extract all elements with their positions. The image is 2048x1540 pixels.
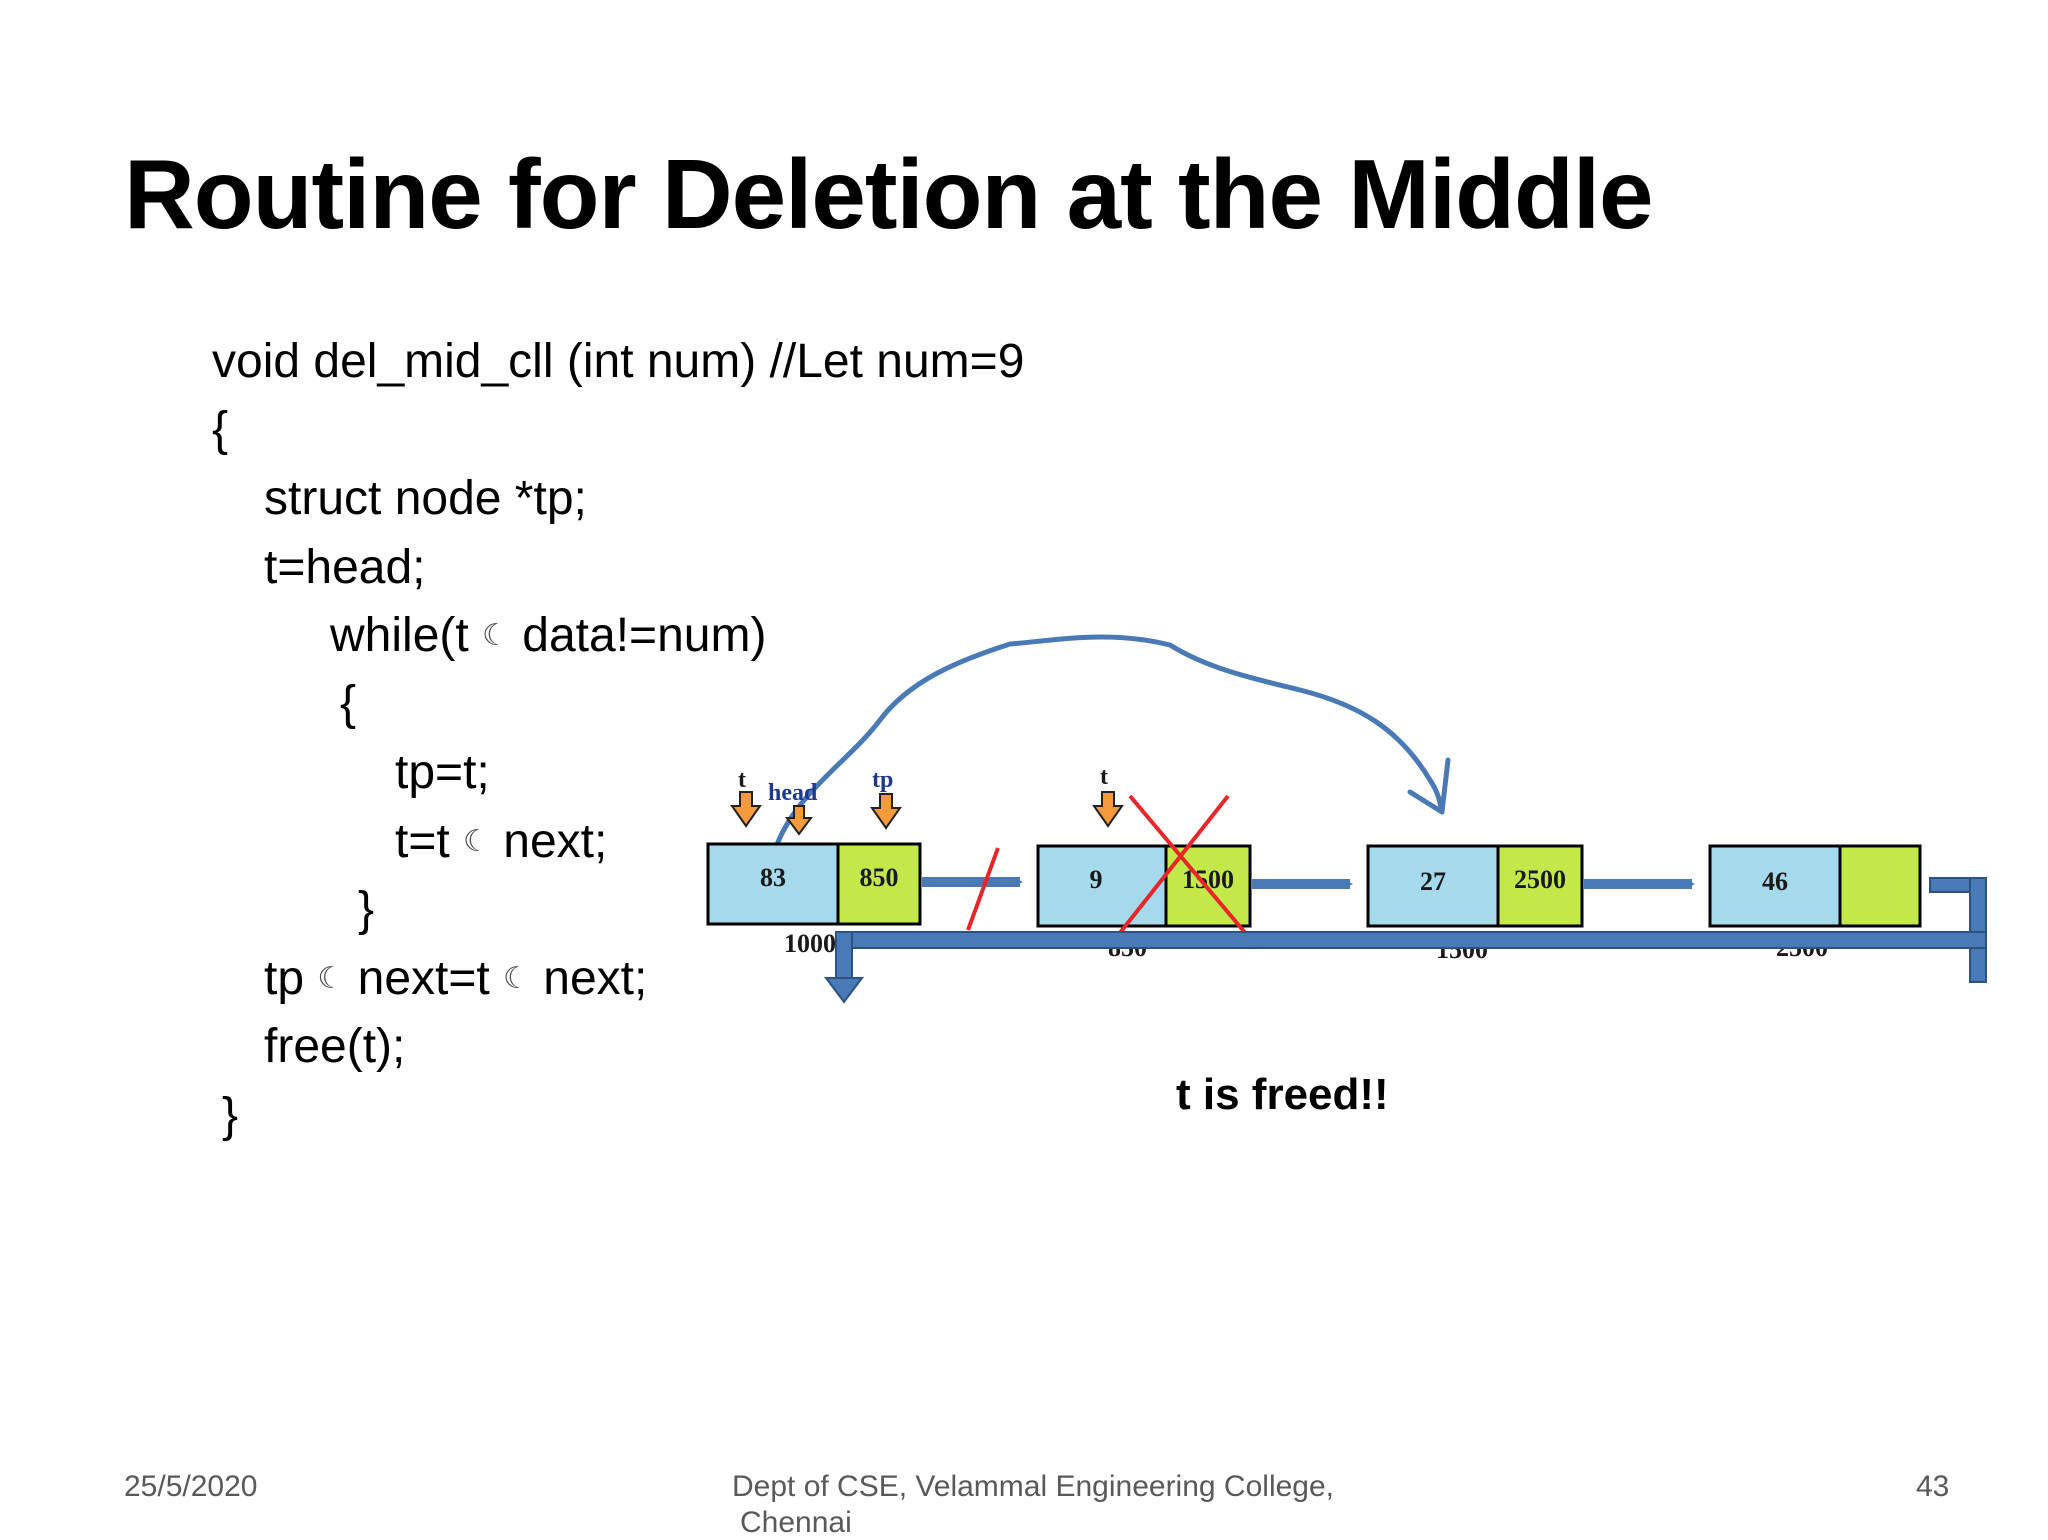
node-next-cell	[1838, 844, 1922, 928]
code-line-t-next: t=t ☾ next;	[395, 818, 607, 866]
node-data: 9	[1090, 865, 1103, 894]
code-text: data!=num)	[508, 609, 767, 662]
code-text: next=t	[344, 952, 504, 1005]
code-text: t=t	[395, 815, 464, 868]
list-node-2: 9 1500	[1036, 844, 1252, 928]
deleted-node-cross-icon	[1106, 794, 1260, 950]
code-line-tp-assign: tp=t;	[395, 746, 490, 799]
bypass-curve-arrow	[775, 634, 1445, 845]
node-next-cell	[1496, 844, 1584, 928]
code-line-while: while(t ☾ data!=num)	[330, 612, 766, 660]
head-pointer-arrow-icon	[785, 805, 813, 836]
node-data-cell	[1708, 844, 1842, 928]
node-data: 83	[760, 863, 786, 892]
freed-note: t is freed!!	[1176, 1070, 1389, 1119]
pointer-label-tp: tp	[872, 767, 893, 793]
footer-page-number: 43	[1916, 1470, 1950, 1503]
node-next: 2500	[1514, 865, 1566, 894]
node-data: 27	[1420, 867, 1446, 896]
node-data: 46	[1762, 867, 1788, 896]
circular-return-arrow	[824, 877, 1987, 1004]
pointer-label-t: t	[738, 767, 746, 793]
node-data-cell	[706, 842, 840, 926]
t-target-pointer-arrow-icon	[1092, 791, 1124, 828]
footer-date: 25/5/2020	[124, 1470, 258, 1503]
code-line-close-brace: }	[222, 1089, 239, 1142]
node-address-1: 1000	[784, 929, 836, 958]
slide-title: Routine for Deletion at the Middle	[124, 139, 1654, 249]
pointer-label-head: head	[768, 780, 818, 806]
arrow-operator-icon: ☾	[317, 961, 345, 996]
code-line-inner-close: }	[358, 883, 375, 936]
code-line-signature: void del_mid_cll (int num) //Let num=9	[212, 335, 1025, 388]
code-text: while(t	[330, 609, 483, 662]
code-line-inner-open: {	[340, 677, 357, 730]
code-text: next;	[529, 952, 648, 1005]
list-node-3: 27 2500	[1366, 844, 1584, 928]
t-pointer-arrow-icon	[730, 791, 762, 828]
code-line-decl: struct node *tp;	[264, 472, 587, 525]
footer-org-line1: Dept of CSE, Velammal Engineering Colleg…	[732, 1470, 1334, 1503]
arrow-operator-icon: ☾	[503, 961, 530, 996]
tp-pointer-arrow-icon	[870, 793, 902, 830]
arrow-operator-icon: ☾	[463, 824, 490, 859]
code-line-free: free(t);	[264, 1020, 406, 1073]
pointer-label-t-target: t	[1100, 764, 1108, 790]
code-text: tp	[264, 952, 318, 1005]
list-node-4: 46	[1708, 844, 1922, 928]
list-node-1: 83 850	[706, 842, 922, 926]
code-line-open-brace: {	[212, 403, 229, 456]
code-line-link: tp ☾ next=t ☾ next;	[264, 955, 647, 1003]
node-data-cell	[1366, 844, 1500, 928]
code-text: next;	[489, 815, 608, 868]
node-next-cell	[836, 842, 922, 926]
bypass-arrowhead	[1407, 757, 1451, 815]
broken-link-mark	[966, 847, 1000, 931]
code-line-assign: t=head;	[264, 541, 426, 594]
node-next: 850	[860, 863, 899, 892]
arrow-operator-icon: ☾	[482, 618, 509, 653]
footer-org-line2: Chennai	[740, 1506, 852, 1539]
